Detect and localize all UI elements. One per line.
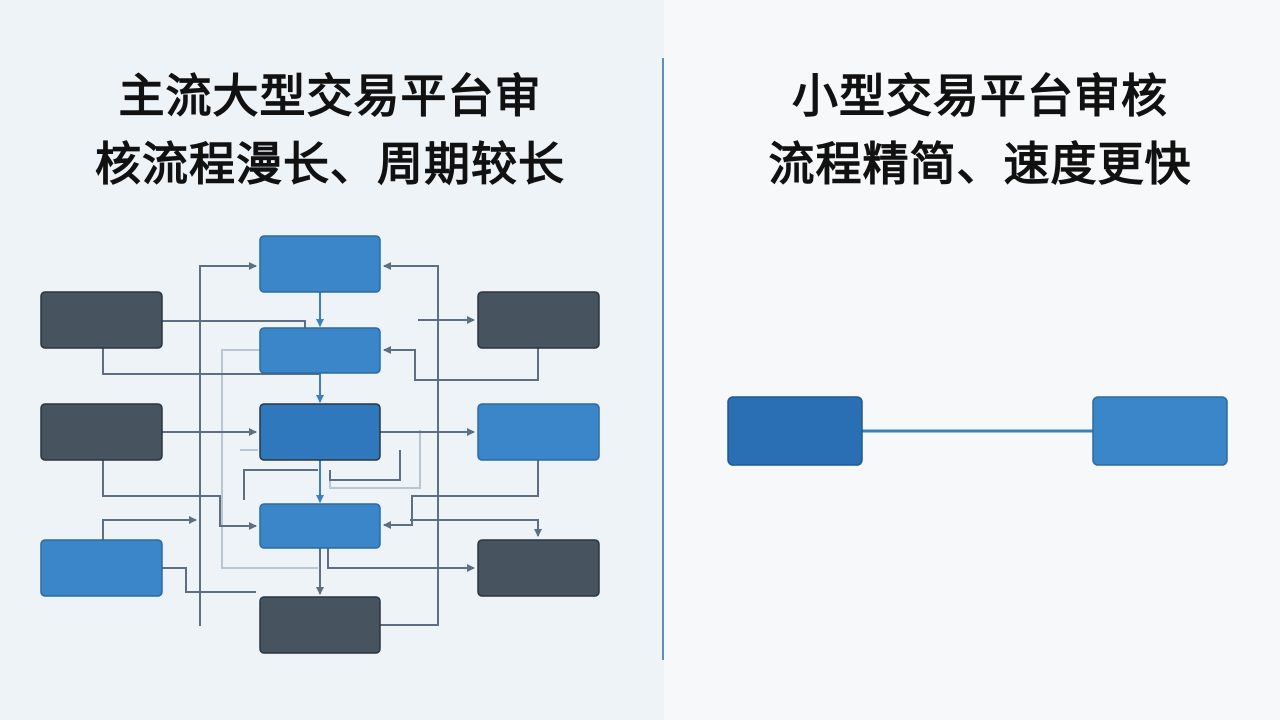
connector-l1-right <box>162 320 306 329</box>
box-center-2 <box>259 327 381 374</box>
panel-divider <box>662 58 664 660</box>
box-left-2 <box>40 403 163 461</box>
connector-right-drop <box>410 519 542 537</box>
right-panel <box>664 0 1280 720</box>
complex-flow-boxes <box>40 235 600 654</box>
connector-r1-back <box>383 346 539 381</box>
box-right-3 <box>477 539 600 597</box>
box-bottom-center <box>259 596 381 654</box>
left-heading-line-2: 核流程漫长、周期较长 <box>95 137 565 191</box>
connector-l1-down <box>102 348 320 375</box>
simple-flow-start-box <box>727 396 863 466</box>
box-center-3 <box>259 403 381 461</box>
box-left-1 <box>40 291 163 349</box>
box-left-3 <box>40 539 163 597</box>
right-heading-line-1: 小型交易平台审核 <box>792 69 1168 123</box>
box-right-2 <box>477 403 600 461</box>
connector-loop-right-top <box>380 262 439 626</box>
connector-l2-down <box>102 460 257 530</box>
box-top-center <box>259 235 381 293</box>
connector-to-r3 <box>327 548 475 572</box>
right-heading: 小型交易平台审核 流程精简、速度更快 <box>690 62 1270 198</box>
connector-l3-up <box>102 516 197 540</box>
connector-loop-left-top <box>199 262 257 626</box>
simple-flow-end-box <box>1092 396 1228 466</box>
left-heading: 主流大型交易平台审 核流程漫长、周期较长 <box>20 62 640 198</box>
connector-r2-down <box>383 460 539 529</box>
complex-flow-faint-lines <box>221 349 421 569</box>
complex-flow-connectors <box>102 262 542 626</box>
connector-l3-right <box>162 567 256 593</box>
left-heading-line-1: 主流大型交易平台审 <box>118 69 542 123</box>
connector-inner-right <box>329 450 401 481</box>
simple-flow <box>727 396 1228 466</box>
right-heading-line-2: 流程精简、速度更快 <box>768 137 1192 191</box>
connector-inner-left <box>243 469 318 500</box>
box-right-1 <box>477 291 600 349</box>
faint-line-b <box>329 430 421 489</box>
faint-line-a <box>221 349 318 569</box>
box-center-4 <box>259 503 381 549</box>
